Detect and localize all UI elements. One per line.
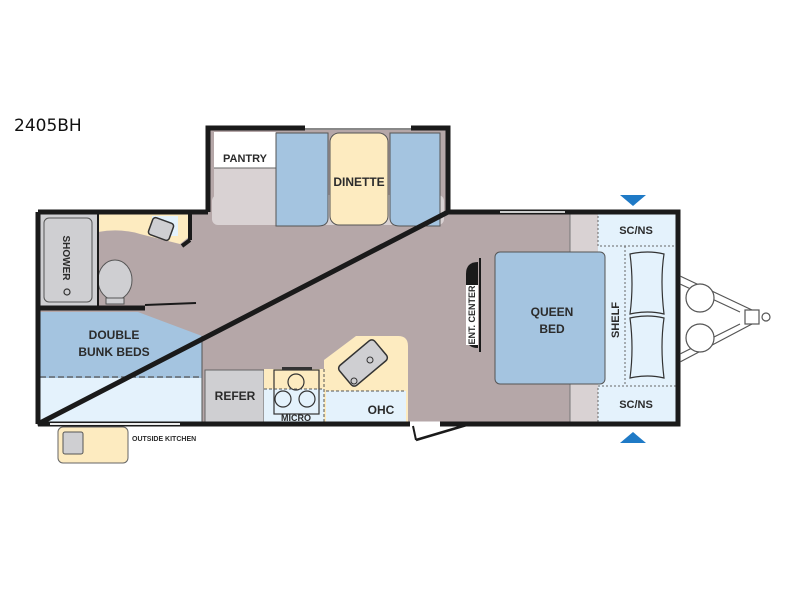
scns-top-label: SC/NS xyxy=(619,225,653,237)
queen-label-1: QUEEN xyxy=(531,305,574,319)
shower-label: SHOWER xyxy=(60,236,71,282)
kitchen-sink xyxy=(337,339,389,387)
queen-label-2: BED xyxy=(539,322,565,336)
slide-marker-top-icon xyxy=(620,195,646,206)
bunk-label-2: BUNK BEDS xyxy=(78,345,149,359)
dinette-table xyxy=(329,132,389,226)
scns-bottom-label: SC/NS xyxy=(619,399,653,411)
pantry-label: PANTRY xyxy=(223,153,268,165)
bunk-label-1: DOUBLE xyxy=(89,328,140,342)
ent-center-label: ENT. CENTER xyxy=(467,285,477,345)
entry-door xyxy=(415,422,471,442)
dinette-seat-left xyxy=(275,132,329,227)
queen-bed xyxy=(494,251,606,385)
shelf-label: SHELF xyxy=(610,302,622,338)
micro-label: MICRO xyxy=(281,413,311,423)
propane-tank xyxy=(629,251,665,315)
propane-tank xyxy=(629,315,665,379)
refrigerator xyxy=(204,369,265,423)
dinette-label: DINETTE xyxy=(333,175,384,189)
bathroom-sink xyxy=(147,216,175,242)
dinette-seat-right xyxy=(389,132,441,227)
ohc-label: OHC xyxy=(368,403,395,417)
model-number: 2405BH xyxy=(14,116,82,136)
toilet xyxy=(97,259,133,301)
trailer-hitch xyxy=(679,275,771,363)
outside-kitchen-label: OUTSIDE KITCHEN xyxy=(132,436,196,443)
shower xyxy=(43,217,93,303)
slide-marker-bottom-icon xyxy=(620,432,646,443)
pantry xyxy=(214,132,276,168)
refer-label: REFER xyxy=(215,389,256,403)
